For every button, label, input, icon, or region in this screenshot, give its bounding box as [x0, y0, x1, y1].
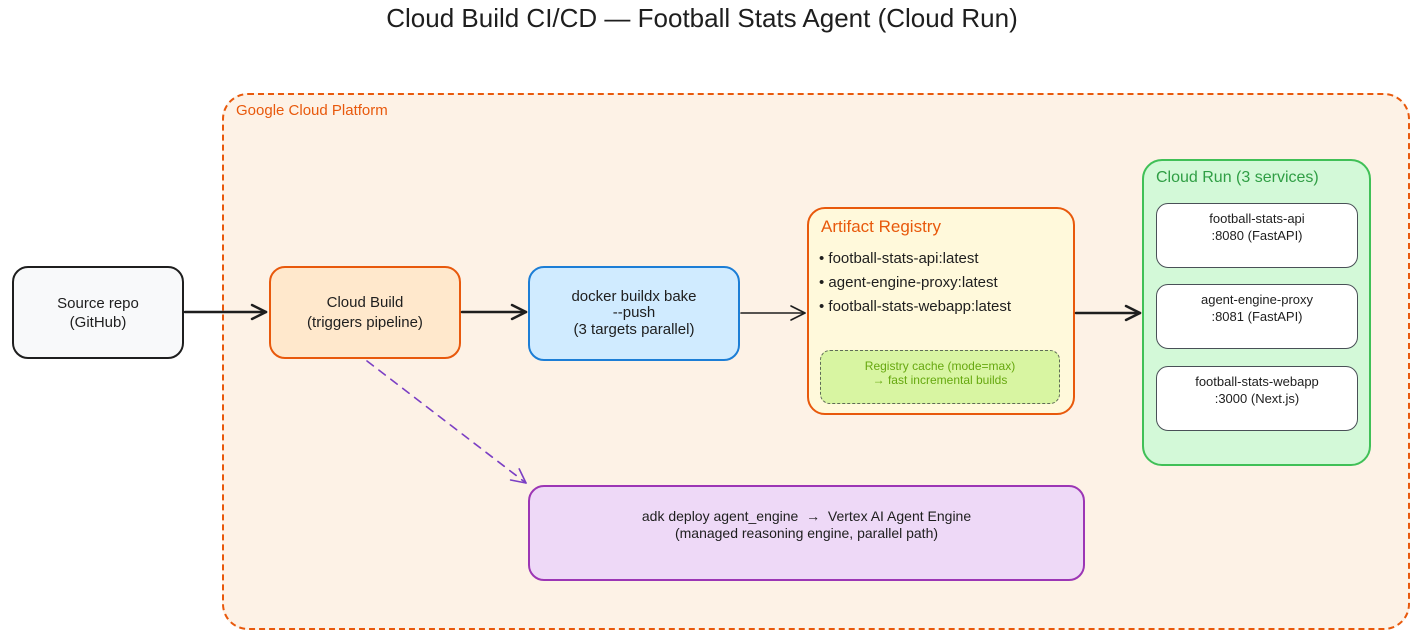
artifact-registry-node: Artifact Registry • football-stats-api:l… [807, 207, 1075, 415]
service-name: football-stats-webapp [1195, 373, 1319, 389]
cloud-build-node: Cloud Build (triggers pipeline) [269, 266, 461, 359]
artifact-registry-image-list: • football-stats-api:latest • agent-engi… [819, 247, 1011, 319]
vertex-ai-line2: (managed reasoning engine, parallel path… [674, 525, 939, 541]
registry-cache-line1: Registry cache (mode=max) [864, 359, 1016, 373]
registry-cache-line2: → fast incremental builds [872, 373, 1008, 387]
cloud-run-title: Cloud Run (3 services) [1156, 169, 1319, 186]
source-repo-node: Source repo (GitHub) [12, 266, 184, 359]
vertex-ai-line1: adk deploy agent_engine → Vertex AI Agen… [641, 508, 972, 524]
service-name: football-stats-api [1209, 210, 1305, 226]
cloud-run-service-proxy: agent-engine-proxy :8081 (FastAPI) [1156, 284, 1358, 349]
docker-bake-detail: (3 targets parallel) [573, 320, 695, 338]
docker-bake-node: docker buildx bake --push (3 targets par… [528, 266, 740, 361]
gcp-label: Google Cloud Platform [236, 102, 388, 119]
cloud-run-group: Cloud Run (3 services) football-stats-ap… [1142, 159, 1371, 466]
registry-image-item: • football-stats-api:latest [819, 250, 979, 267]
registry-image-item: • football-stats-webapp:latest [819, 298, 1012, 315]
cloud-run-service-api: football-stats-api :8080 (FastAPI) [1156, 203, 1358, 268]
cloud-build-name: Cloud Build [326, 293, 404, 311]
docker-bake-command: docker buildx bake [571, 287, 697, 305]
artifact-registry-title: Artifact Registry [821, 217, 941, 236]
cloud-run-service-webapp: football-stats-webapp :3000 (Next.js) [1156, 366, 1358, 431]
service-port: :8080 (FastAPI) [1211, 227, 1303, 243]
source-repo-name: Source repo [57, 294, 139, 312]
vertex-ai-agent-engine-node: adk deploy agent_engine → Vertex AI Agen… [528, 485, 1085, 581]
service-port: :3000 (Next.js) [1214, 390, 1300, 406]
source-repo-detail: (GitHub) [69, 313, 127, 331]
service-name: agent-engine-proxy [1200, 291, 1314, 307]
cloud-build-detail: (triggers pipeline) [307, 313, 423, 331]
service-port: :8081 (FastAPI) [1211, 308, 1303, 324]
registry-image-item: • agent-engine-proxy:latest [819, 274, 998, 291]
diagram-title: Cloud Build CI/CD — Football Stats Agent… [386, 3, 1018, 33]
docker-bake-flag: --push [612, 304, 656, 322]
registry-cache-note: Registry cache (mode=max) → fast increme… [820, 350, 1060, 404]
